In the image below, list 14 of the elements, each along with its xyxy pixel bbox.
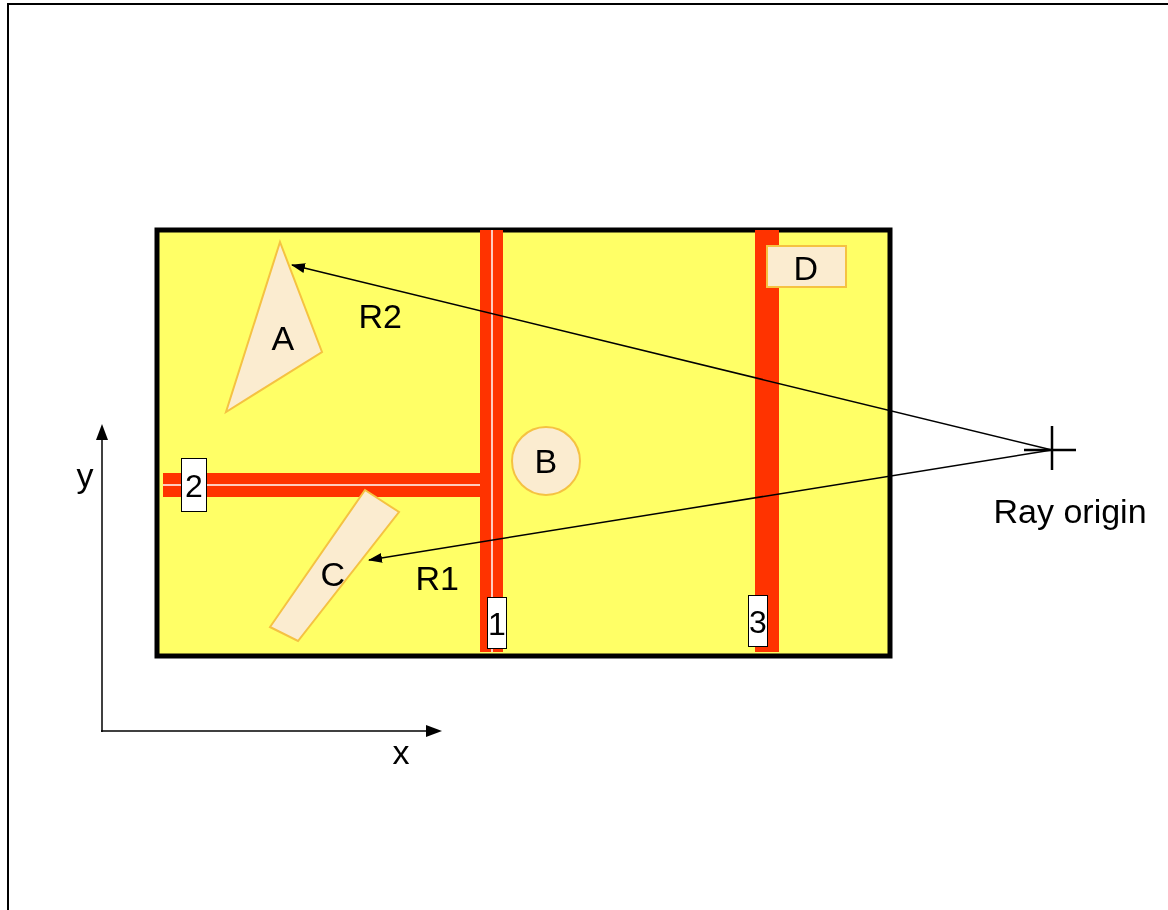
shape-label: D [793, 251, 819, 285]
shape-label: C [320, 557, 346, 591]
plane-number: 3 [748, 595, 768, 647]
edge-label: R1 [415, 561, 459, 595]
edge-label: R2 [358, 299, 402, 333]
ray-arrow [291, 263, 1053, 451]
shape-label: B [534, 444, 558, 478]
axis-label: x [392, 735, 410, 769]
origin-label: Ray origin [993, 494, 1147, 528]
axis-label: y [76, 458, 94, 492]
plane-number: 1 [487, 597, 507, 649]
ray-arrow [368, 449, 1053, 563]
plane-number: 2 [181, 458, 207, 512]
shape-label: A [271, 321, 295, 355]
